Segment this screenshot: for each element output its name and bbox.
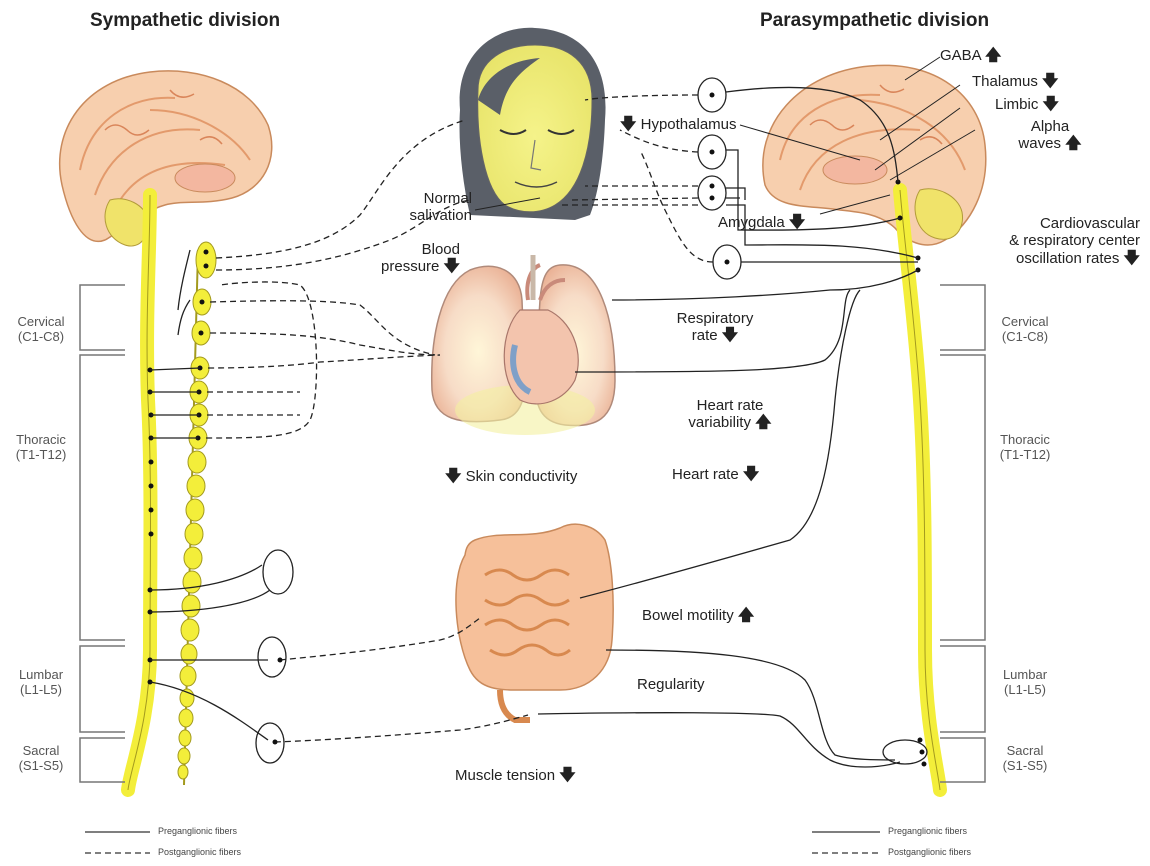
label-text: Respiratory	[650, 310, 780, 327]
right-segment-brackets	[940, 285, 985, 782]
parasympathetic-title: Parasympathetic division	[760, 10, 989, 32]
segment-name: Lumbar	[6, 668, 76, 683]
segment-range: (T1-T12)	[6, 448, 76, 463]
label-text: GABA	[940, 47, 981, 64]
arrow-down-icon: 🡇	[620, 116, 636, 133]
arrow-up-icon: 🡅	[1065, 135, 1081, 152]
label-text: Normal	[380, 190, 472, 207]
segment-range: (S1-S5)	[988, 759, 1062, 774]
legend-right-preganglionic: Preganglionic fibers	[888, 826, 967, 836]
segment-name: Lumbar	[988, 668, 1062, 683]
label-text: Heart rate	[672, 466, 739, 483]
arrow-down-icon: 🡇	[1043, 96, 1059, 113]
arrow-down-icon: 🡇	[722, 327, 738, 344]
lungs-heart	[432, 255, 615, 435]
segment-range: (C1-C8)	[6, 330, 76, 345]
arrow-down-icon: 🡇	[1042, 73, 1058, 90]
label-text: Amygdala	[718, 214, 785, 231]
label-hypothalamus: 🡇 Hypothalamus	[620, 116, 737, 134]
label-text: Thalamus	[972, 73, 1038, 90]
segment-name: Sacral	[988, 744, 1062, 759]
left-brain	[60, 71, 272, 246]
segment-range: (L1-L5)	[6, 683, 76, 698]
segment-range: (C1-C8)	[988, 330, 1062, 345]
right-segment-thoracic: Thoracic (T1-T12)	[988, 433, 1062, 463]
segment-range: (T1-T12)	[988, 448, 1062, 463]
label-normal-salivation: Normal salivation	[380, 190, 472, 225]
arrow-down-icon: 🡇	[559, 767, 575, 784]
sympathetic-chain	[178, 242, 216, 785]
label-gaba: GABA 🡅	[940, 47, 1001, 65]
arrow-down-icon: 🡇	[444, 258, 460, 275]
left-segment-thoracic: Thoracic (T1-T12)	[6, 433, 76, 463]
arrow-down-icon: 🡇	[445, 468, 461, 485]
left-segment-lumbar: Lumbar (L1-L5)	[6, 668, 76, 698]
arrow-up-icon: 🡅	[738, 607, 754, 624]
label-text: Hypothalamus	[641, 116, 737, 133]
label-skin-conductivity: 🡇 Skin conductivity	[445, 468, 577, 486]
label-muscle-tension: Muscle tension 🡇	[455, 767, 576, 785]
left-segment-sacral: Sacral (S1-S5)	[6, 744, 76, 774]
arrow-up-icon: 🡅	[755, 414, 771, 431]
label-text: Alpha	[1015, 118, 1085, 135]
sympathetic-title: Sympathetic division	[90, 10, 280, 32]
label-thalamus: Thalamus 🡇	[972, 73, 1058, 91]
legend-left-postganglionic: Postganglionic fibers	[158, 847, 241, 857]
label-heart-rate: Heart rate 🡇	[672, 466, 759, 484]
label-text: Blood	[370, 241, 460, 258]
legend-right-postganglionic: Postganglionic fibers	[888, 847, 971, 857]
right-spinal-cord	[900, 190, 940, 790]
label-limbic: Limbic 🡇	[995, 96, 1059, 114]
left-segment-brackets	[80, 285, 125, 782]
segment-name: Sacral	[6, 744, 76, 759]
arrow-down-icon: 🡇	[743, 466, 759, 483]
label-text: Bowel motility	[642, 607, 734, 624]
label-text: pressure	[381, 258, 439, 275]
label-alpha-waves: Alpha waves 🡅	[1015, 118, 1085, 154]
label-cardiovascular-center: Cardiovascular & respiratory center osci…	[960, 215, 1140, 268]
label-text: & respiratory center	[960, 232, 1140, 249]
label-text: salivation	[380, 207, 472, 224]
label-text: Limbic	[995, 96, 1038, 113]
segment-name: Thoracic	[988, 433, 1062, 448]
sympathetic-preganglionic-fibers	[150, 250, 293, 763]
label-blood-pressure: Blood pressure 🡇	[370, 241, 460, 277]
label-bowel-motility: Bowel motility 🡅	[642, 607, 754, 625]
face	[459, 28, 605, 220]
segment-name: Cervical	[988, 315, 1062, 330]
label-text: Muscle tension	[455, 767, 555, 784]
intestine	[456, 524, 613, 720]
arrow-down-icon: 🡇	[789, 214, 805, 231]
legend-left-preganglionic: Preganglionic fibers	[158, 826, 237, 836]
segment-range: (L1-L5)	[988, 683, 1062, 698]
right-segment-cervical: Cervical (C1-C8)	[988, 315, 1062, 345]
label-text: Heart rate	[665, 397, 795, 414]
left-spinal-cord	[128, 195, 151, 790]
label-text: rate	[692, 327, 718, 344]
label-text: Cardiovascular	[960, 215, 1140, 232]
label-text: oscillation rates	[1016, 250, 1119, 267]
label-text: waves	[1018, 135, 1061, 152]
label-heart-rate-variability: Heart rate variability 🡅	[665, 397, 795, 433]
segment-range: (S1-S5)	[6, 759, 76, 774]
label-text: Skin conductivity	[466, 468, 578, 485]
arrow-down-icon: 🡇	[1124, 250, 1140, 267]
left-segment-cervical: Cervical (C1-C8)	[6, 315, 76, 345]
label-amygdala: Amygdala 🡇	[718, 214, 805, 232]
right-segment-lumbar: Lumbar (L1-L5)	[988, 668, 1062, 698]
label-text: variability	[688, 414, 751, 431]
label-respiratory-rate: Respiratory rate 🡇	[650, 310, 780, 346]
segment-name: Thoracic	[6, 433, 76, 448]
segment-name: Cervical	[6, 315, 76, 330]
arrow-up-icon: 🡅	[985, 47, 1001, 64]
label-regularity: Regularity	[637, 676, 705, 693]
right-segment-sacral: Sacral (S1-S5)	[988, 744, 1062, 774]
